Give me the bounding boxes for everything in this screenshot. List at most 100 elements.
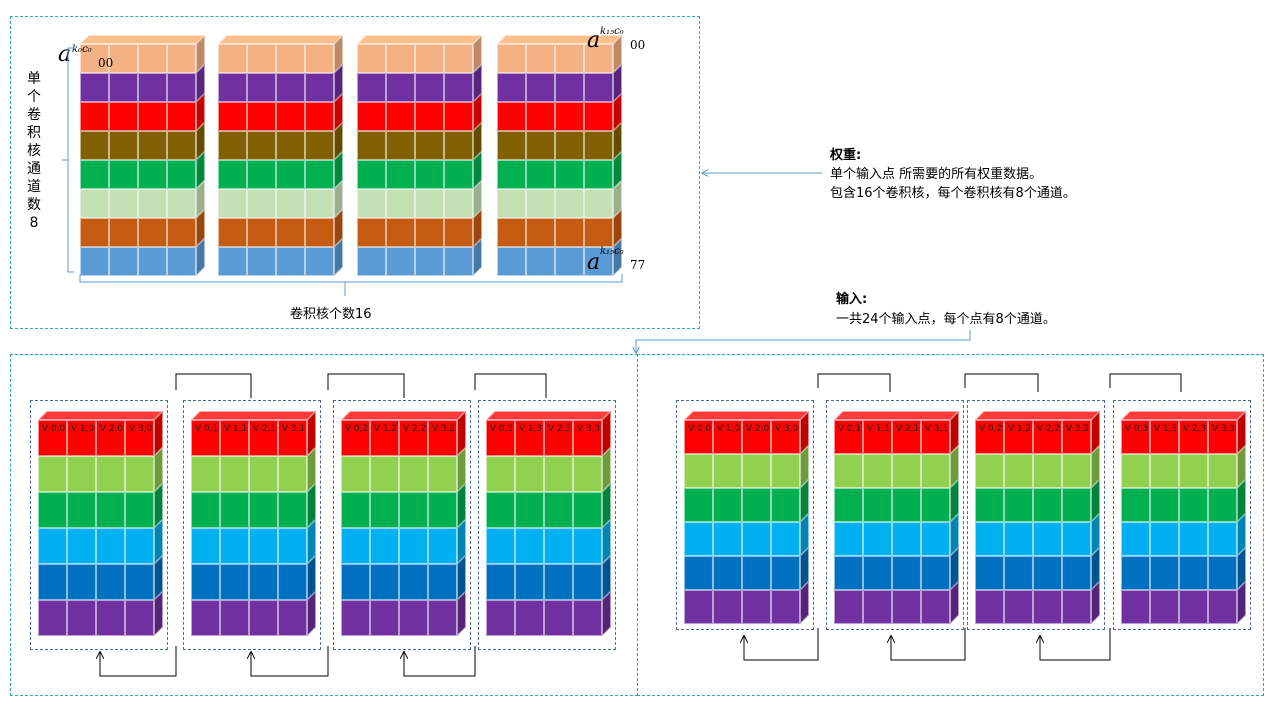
input-cell: [863, 590, 892, 624]
input-cell: V 0,2: [975, 420, 1004, 454]
input-point-label: V 3,2: [1065, 424, 1090, 434]
input-cell: V 2,3: [1179, 420, 1208, 454]
weight-cell: [584, 44, 613, 73]
input-point-group: [478, 400, 616, 650]
input-cell: [684, 454, 713, 488]
input-cell: [515, 600, 544, 636]
input-cell: [771, 556, 800, 590]
input-cell: [399, 564, 428, 600]
input-cell: [399, 528, 428, 564]
input-cell: V 1,2: [370, 420, 399, 456]
input-cell: [1004, 488, 1033, 522]
weight-cell: [444, 131, 473, 160]
input-cell: [191, 564, 220, 600]
weight-cell: [138, 102, 167, 131]
input-cell: [544, 492, 573, 528]
input-cell: [220, 564, 249, 600]
input-cell: [573, 528, 602, 564]
weight-cell: [305, 247, 334, 276]
weight-cell: [138, 189, 167, 218]
kernel-count-label: 卷积核个数16: [290, 307, 372, 322]
weight-cell: [247, 73, 276, 102]
weight-cell: [138, 160, 167, 189]
input-cell: [1121, 488, 1150, 522]
input-point-label: V 1,2: [373, 424, 398, 434]
input-cell: V 0,3: [1121, 420, 1150, 454]
input-cell: [892, 522, 921, 556]
input-cell: [341, 456, 370, 492]
input-cell: [96, 564, 125, 600]
input-cell: [975, 488, 1004, 522]
input-cell: [191, 492, 220, 528]
input-cell: V 3,1: [278, 420, 307, 456]
input-cell: [892, 488, 921, 522]
input-cell: [573, 600, 602, 636]
input-cell: [742, 556, 771, 590]
weight-cell: [386, 247, 415, 276]
weight-cell: [555, 73, 584, 102]
input-point-label: V 2,1: [252, 424, 277, 434]
input-point-label: V 0,3: [489, 424, 514, 434]
input-cell: [713, 454, 742, 488]
input-cell: [220, 456, 249, 492]
input-cell: V 3,1: [921, 420, 950, 454]
input-cell: [191, 600, 220, 636]
vertical-label-char: 卷: [27, 107, 41, 123]
input-cell: V 0,3: [486, 420, 515, 456]
input-cell: [486, 456, 515, 492]
input-cell: [125, 456, 154, 492]
weight-cell: [305, 73, 334, 102]
weights-note: 权重: 单个输入点 所需要的所有权重数据。 包含16个卷积核，每个卷积核有8个通…: [830, 146, 1076, 203]
weight-cell: [218, 102, 247, 131]
weight-cell: [305, 44, 334, 73]
input-cell: [96, 600, 125, 636]
input-cell: [975, 522, 1004, 556]
input-cell: [1033, 590, 1062, 624]
weight-cell: [218, 160, 247, 189]
weight-cell: [444, 44, 473, 73]
weight-cell: [305, 189, 334, 218]
weight-cell: [386, 189, 415, 218]
input-cell: [1179, 556, 1208, 590]
input-cell: [96, 492, 125, 528]
weight-cell: [444, 102, 473, 131]
input-point-label: V 3,3: [1211, 424, 1236, 434]
weight-cell: [526, 218, 555, 247]
input-cell: [834, 590, 863, 624]
weight-cell: [276, 218, 305, 247]
weight-cell: [415, 73, 444, 102]
input-cell: [771, 454, 800, 488]
math-subscript: 00: [630, 38, 646, 52]
serpentine-connector: [327, 373, 405, 398]
input-point-label: V 1,0: [716, 424, 741, 434]
input-cell: [220, 600, 249, 636]
input-cell: [1004, 522, 1033, 556]
serpentine-connector: [964, 373, 1039, 392]
input-cell: V 1,3: [1150, 420, 1179, 454]
input-point-label: V 2,0: [99, 424, 124, 434]
input-point-label: V 1,0: [70, 424, 95, 434]
input-cell: [1150, 522, 1179, 556]
input-cell: [38, 600, 67, 636]
input-cell: [1208, 454, 1237, 488]
input-cell: [1033, 454, 1062, 488]
weights-note-line1: 单个输入点 所需要的所有权重数据。: [830, 167, 1043, 182]
input-point-label: V 3,3: [576, 424, 601, 434]
weight-cell: [167, 73, 196, 102]
input-point-label: V 3,1: [281, 424, 306, 434]
input-cell: [834, 454, 863, 488]
weight-cell: [138, 44, 167, 73]
input-cell: [486, 528, 515, 564]
input-point-group: [1113, 400, 1251, 630]
vertical-label-char: 单: [27, 71, 41, 87]
input-cell: [1150, 590, 1179, 624]
input-cell: [125, 528, 154, 564]
weight-cell: [497, 131, 526, 160]
input-note-arrow: [636, 330, 971, 353]
weights-frame: [10, 16, 700, 329]
input-point-label: V 0,2: [344, 424, 369, 434]
input-cell: [428, 528, 457, 564]
weight-cell: [109, 131, 138, 160]
serpentine-connector: [744, 628, 819, 661]
input-cell: [921, 556, 950, 590]
